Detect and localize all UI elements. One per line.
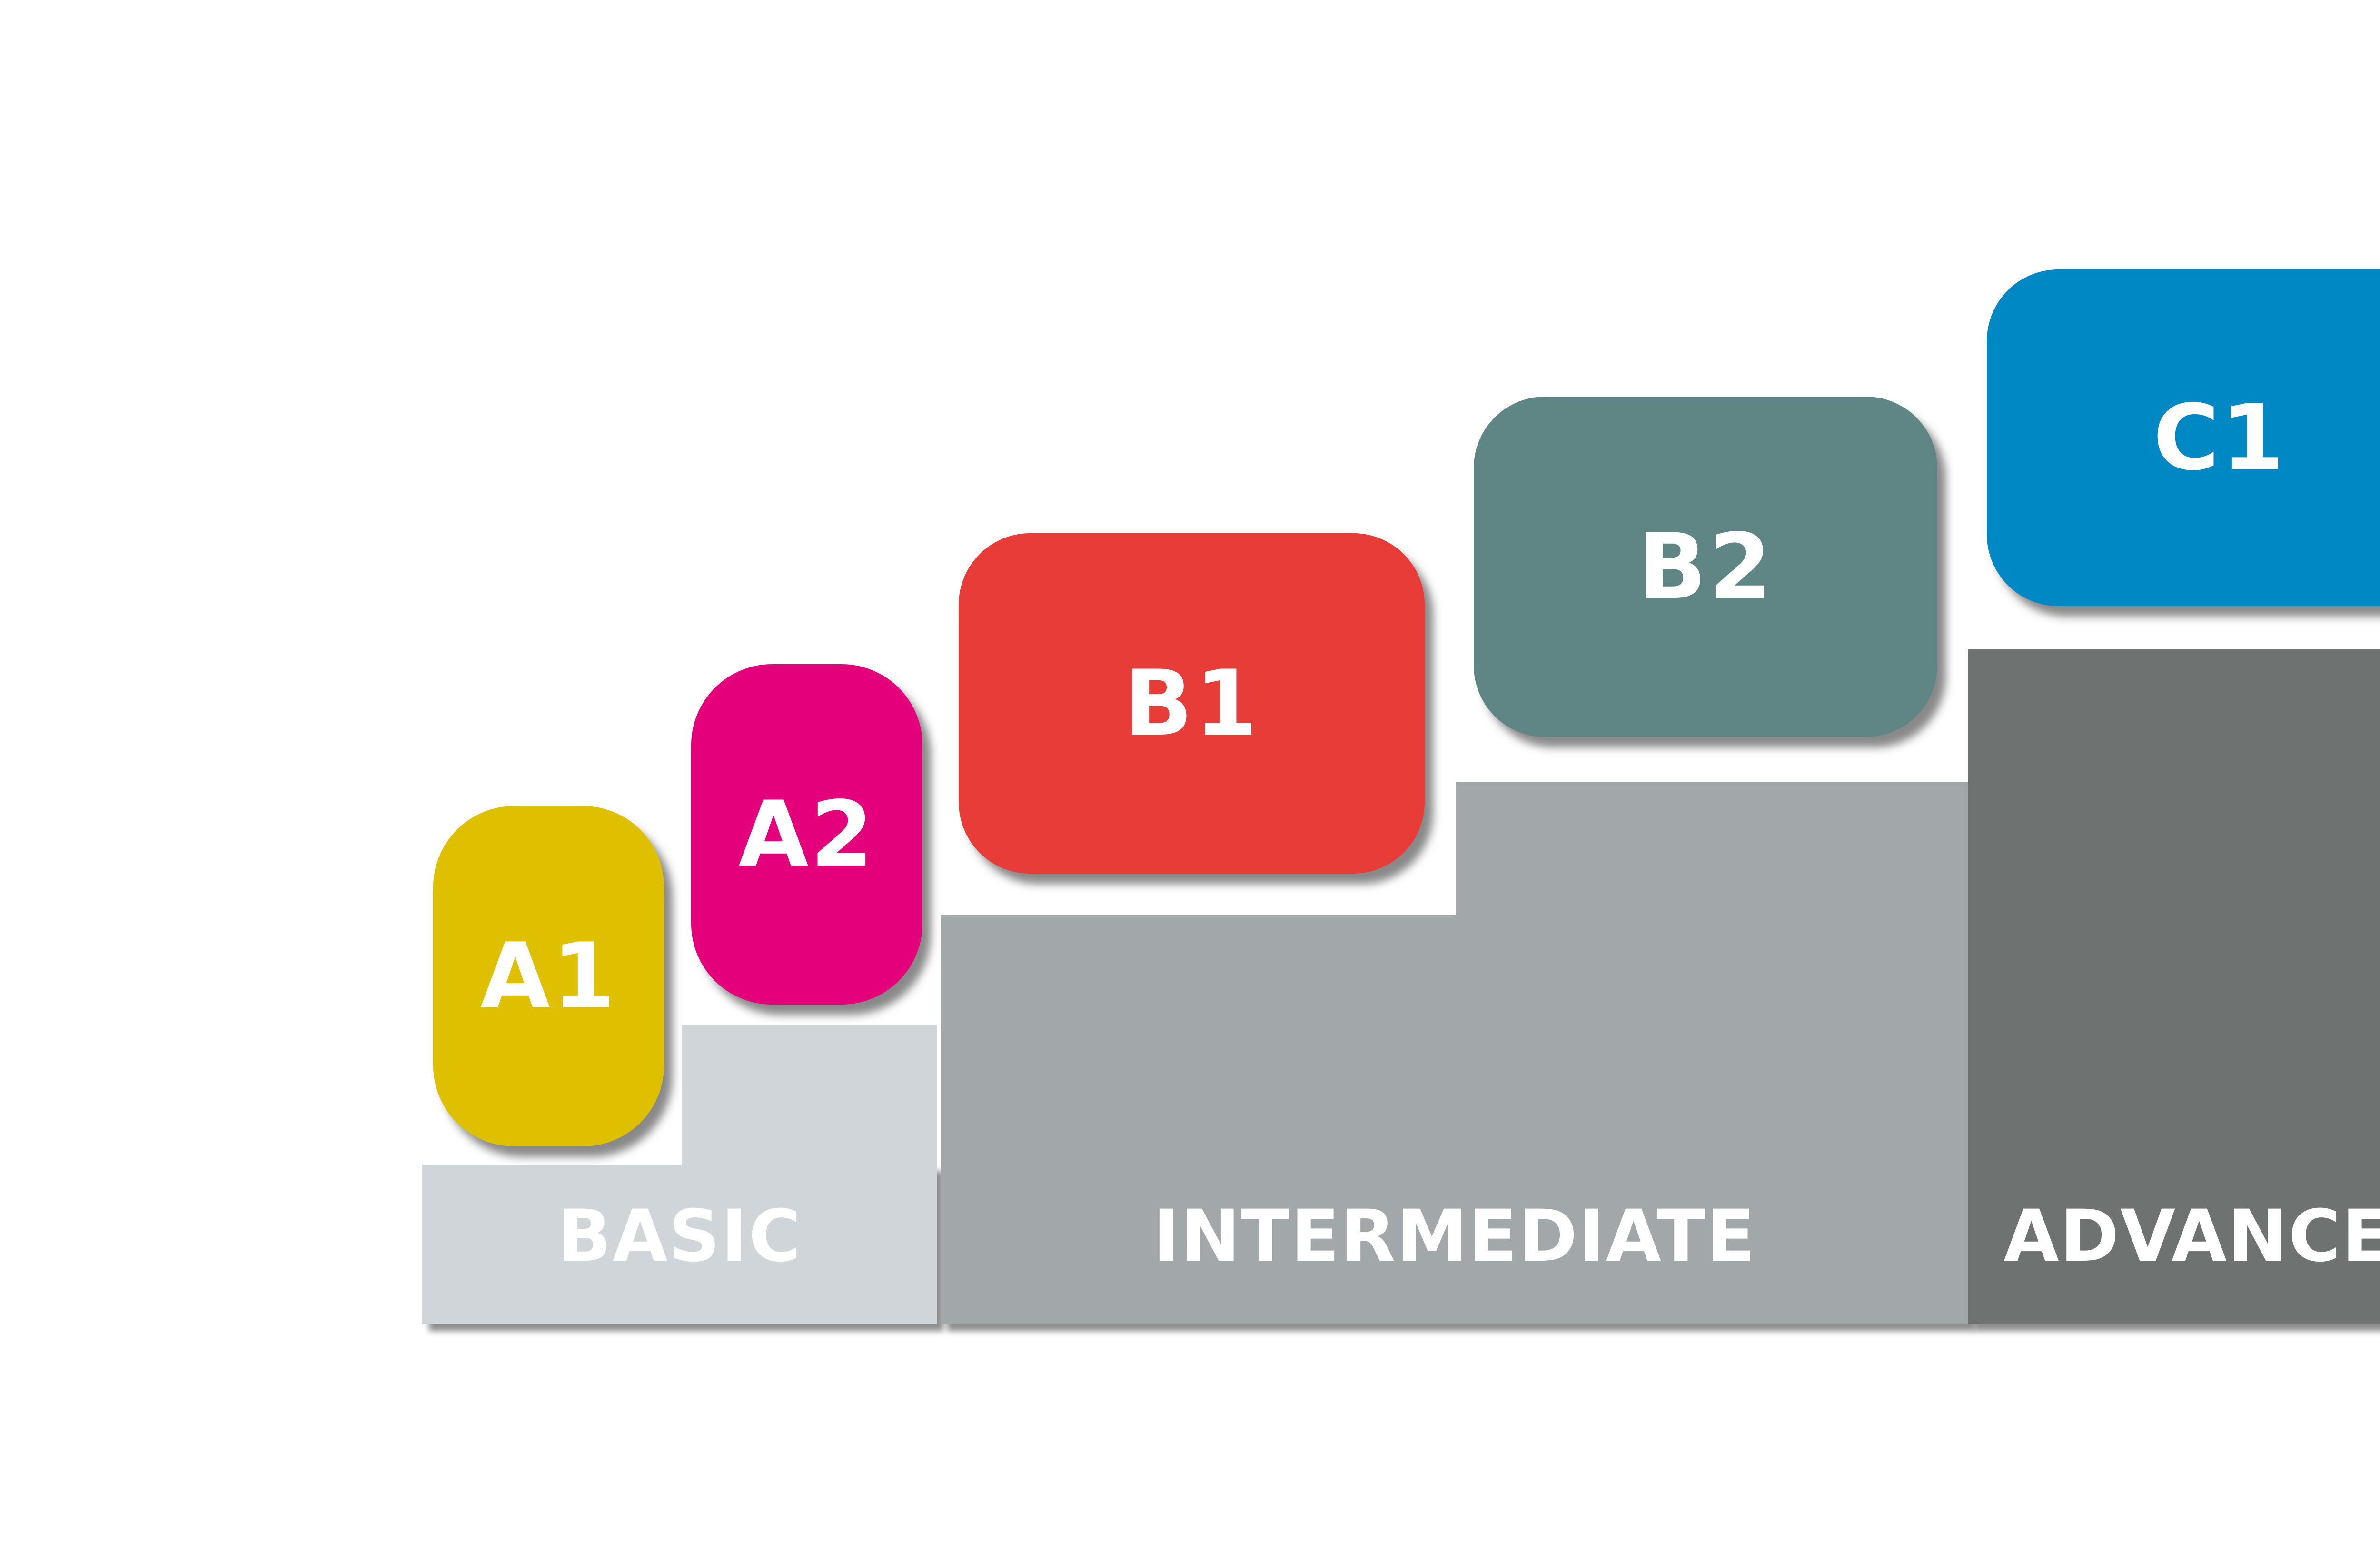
advanced-step	[1968, 649, 2380, 1324]
basic-step-upper	[682, 1025, 937, 1167]
level-tile-b2: B2	[1474, 397, 1937, 737]
intermediate-step-base	[941, 915, 1968, 1324]
level-tile-a2: A2	[691, 664, 922, 1005]
level-tile-b1: B1	[959, 533, 1425, 874]
category-label-advanced: ADVANCED	[2003, 1195, 2380, 1278]
level-tile-c1: C1	[1987, 269, 2380, 606]
intermediate-step-upper	[1456, 782, 1968, 918]
level-tile-a1: A1	[433, 806, 664, 1146]
category-label-intermediate: INTERMEDIATE	[1153, 1195, 1756, 1278]
basic-step-base	[422, 1165, 937, 1324]
category-label-basic: BASIC	[557, 1195, 802, 1278]
